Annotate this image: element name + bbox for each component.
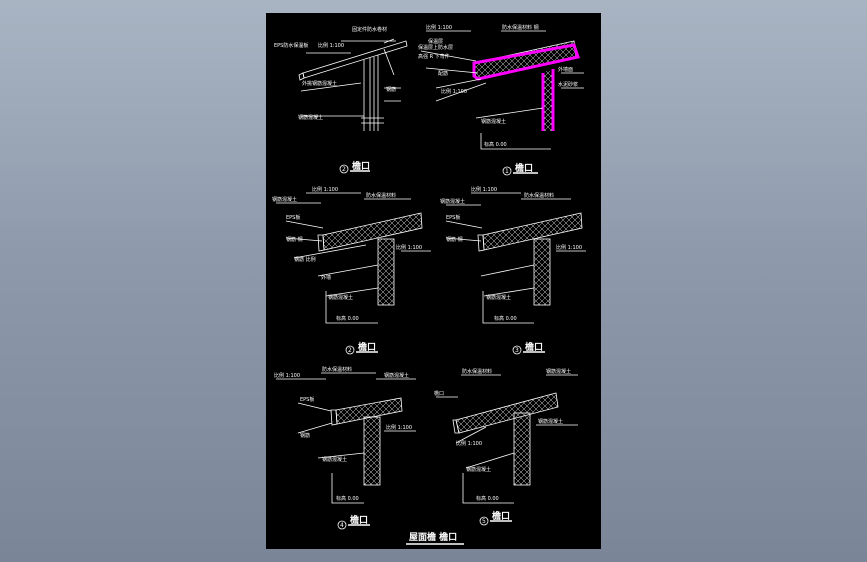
detail-c-label-7: 比例 1:100	[396, 244, 422, 251]
detail-e-label-6: 钢筋混凝土	[322, 456, 347, 463]
detail-c-title: 檐口	[358, 341, 376, 353]
detail-d-title: 檐口	[525, 341, 543, 353]
detail-d-label-5: 比例 1:100	[556, 244, 582, 251]
detail-c-number: 2	[348, 347, 352, 354]
detail-d-label-6: 钢筋混凝土	[486, 294, 511, 301]
detail-b-label-5: 配筋	[438, 70, 448, 77]
detail-f: 防水保温材料 钢筋混凝土 檐口 比例 1:100 钢筋混凝土 钢筋混凝土 标高 …	[434, 368, 578, 526]
detail-d-label-3: EPS板	[446, 214, 460, 221]
detail-a-number: 2	[342, 166, 346, 173]
detail-f-label-0: 防水保温材料	[462, 368, 492, 375]
detail-c-label-9: 标高 0.00	[336, 315, 359, 322]
detail-e-label-7: 标高 0.00	[336, 495, 359, 502]
detail-c-label-8: 钢筋混凝土	[328, 294, 353, 301]
detail-e-label-2: 钢筋混凝土	[384, 372, 409, 379]
detail-b-title: 檐口	[515, 162, 533, 174]
detail-a-label-0: 固定件防水卷材	[352, 26, 387, 33]
detail-c: 比例 1:100 防水保温材料 钢筋混凝土 EPS板 钢筋 钢 钢筋 比例 外墙…	[272, 186, 431, 355]
detail-c-label-2: 钢筋混凝土	[272, 196, 297, 203]
detail-d-label-2: 钢筋混凝土	[440, 198, 465, 205]
detail-a: 固定件防水卷材 EPS防水保温板 比例 1:100 外挑钢筋混凝土 钢筋混凝土 …	[274, 26, 408, 174]
detail-e-label-0: 比例 1:100	[274, 372, 300, 379]
drawing-sheet: 固定件防水卷材 EPS防水保温板 比例 1:100 外挑钢筋混凝土 钢筋混凝土 …	[266, 13, 601, 549]
detail-b-label-10: 标高 0.00	[484, 141, 507, 148]
detail-f-label-3: 比例 1:100	[456, 440, 482, 447]
detail-f-label-1: 钢筋混凝土	[546, 368, 571, 375]
detail-b-label-4: 高强 R 下弯件	[418, 53, 450, 60]
detail-a-label-3: 外挑钢筋混凝土	[302, 80, 337, 87]
detail-f-label-4: 钢筋混凝土	[538, 418, 563, 425]
detail-c-label-1: 防水保温材料	[366, 192, 396, 199]
detail-c-label-6: 外墙	[321, 274, 331, 281]
detail-b: 比例 1:100 防水保温材料 钢 保温层 保温层上防水层 高强 R 下弯件 配…	[418, 24, 584, 176]
detail-a-label-5: 钢筋	[386, 86, 396, 93]
detail-b-number: 1	[505, 168, 509, 175]
detail-a-title: 檐口	[352, 160, 370, 172]
detail-b-label-6: 比例 1:100	[441, 88, 467, 95]
detail-f-label-6: 标高 0.00	[476, 495, 499, 502]
detail-b-label-3: 保温层上防水层	[418, 44, 453, 51]
detail-c-label-5: 钢筋 比例	[294, 256, 316, 263]
detail-f-label-5: 钢筋混凝土	[466, 466, 491, 473]
detail-e-label-4: 钢筋	[300, 432, 310, 439]
detail-d-label-0: 比例 1:100	[471, 186, 497, 193]
detail-d-label-1: 防水保温材料	[524, 192, 554, 199]
detail-e-label-5: 比例 1:100	[386, 424, 412, 431]
detail-c-label-3: EPS板	[286, 214, 300, 221]
detail-b-label-9: 水泥砂浆	[558, 81, 578, 88]
detail-d-label-7: 标高 0.00	[494, 315, 517, 322]
detail-e-title: 檐口	[350, 514, 368, 526]
detail-e-label-1: 防水保温材料	[322, 366, 352, 373]
detail-d: 比例 1:100 防水保温材料 钢筋混凝土 EPS板 钢筋 钢 比例 1:100…	[440, 186, 586, 355]
detail-b-label-2: 保温层	[428, 38, 443, 45]
detail-c-label-0: 比例 1:100	[312, 186, 338, 193]
detail-e-label-3: EPS板	[300, 396, 314, 403]
detail-d-number: 3	[515, 347, 519, 354]
detail-a-label-1: EPS防水保温板	[274, 42, 308, 49]
detail-b-label-8: 外墙面	[558, 66, 573, 73]
cad-drawing: 固定件防水卷材 EPS防水保温板 比例 1:100 外挑钢筋混凝土 钢筋混凝土 …	[272, 24, 586, 545]
detail-e-number: 4	[340, 522, 344, 529]
detail-b-label-0: 比例 1:100	[426, 24, 452, 31]
sheet-title: 屋面檐 檐口	[409, 531, 457, 543]
detail-a-label-2: 比例 1:100	[318, 42, 344, 49]
detail-d-label-4: 钢筋 钢	[446, 236, 463, 243]
detail-f-title: 檐口	[492, 510, 510, 522]
detail-f-label-2: 檐口	[434, 390, 444, 397]
detail-b-label-7: 钢筋混凝土	[481, 118, 506, 125]
detail-b-label-1: 防水保温材料 钢	[502, 24, 539, 31]
detail-f-number: 5	[482, 518, 486, 525]
detail-e: 比例 1:100 防水保温材料 钢筋混凝土 EPS板 钢筋 比例 1:100 钢…	[274, 366, 416, 530]
detail-a-label-4: 钢筋混凝土	[298, 114, 323, 121]
detail-c-label-4: 钢筋 钢	[286, 236, 303, 243]
